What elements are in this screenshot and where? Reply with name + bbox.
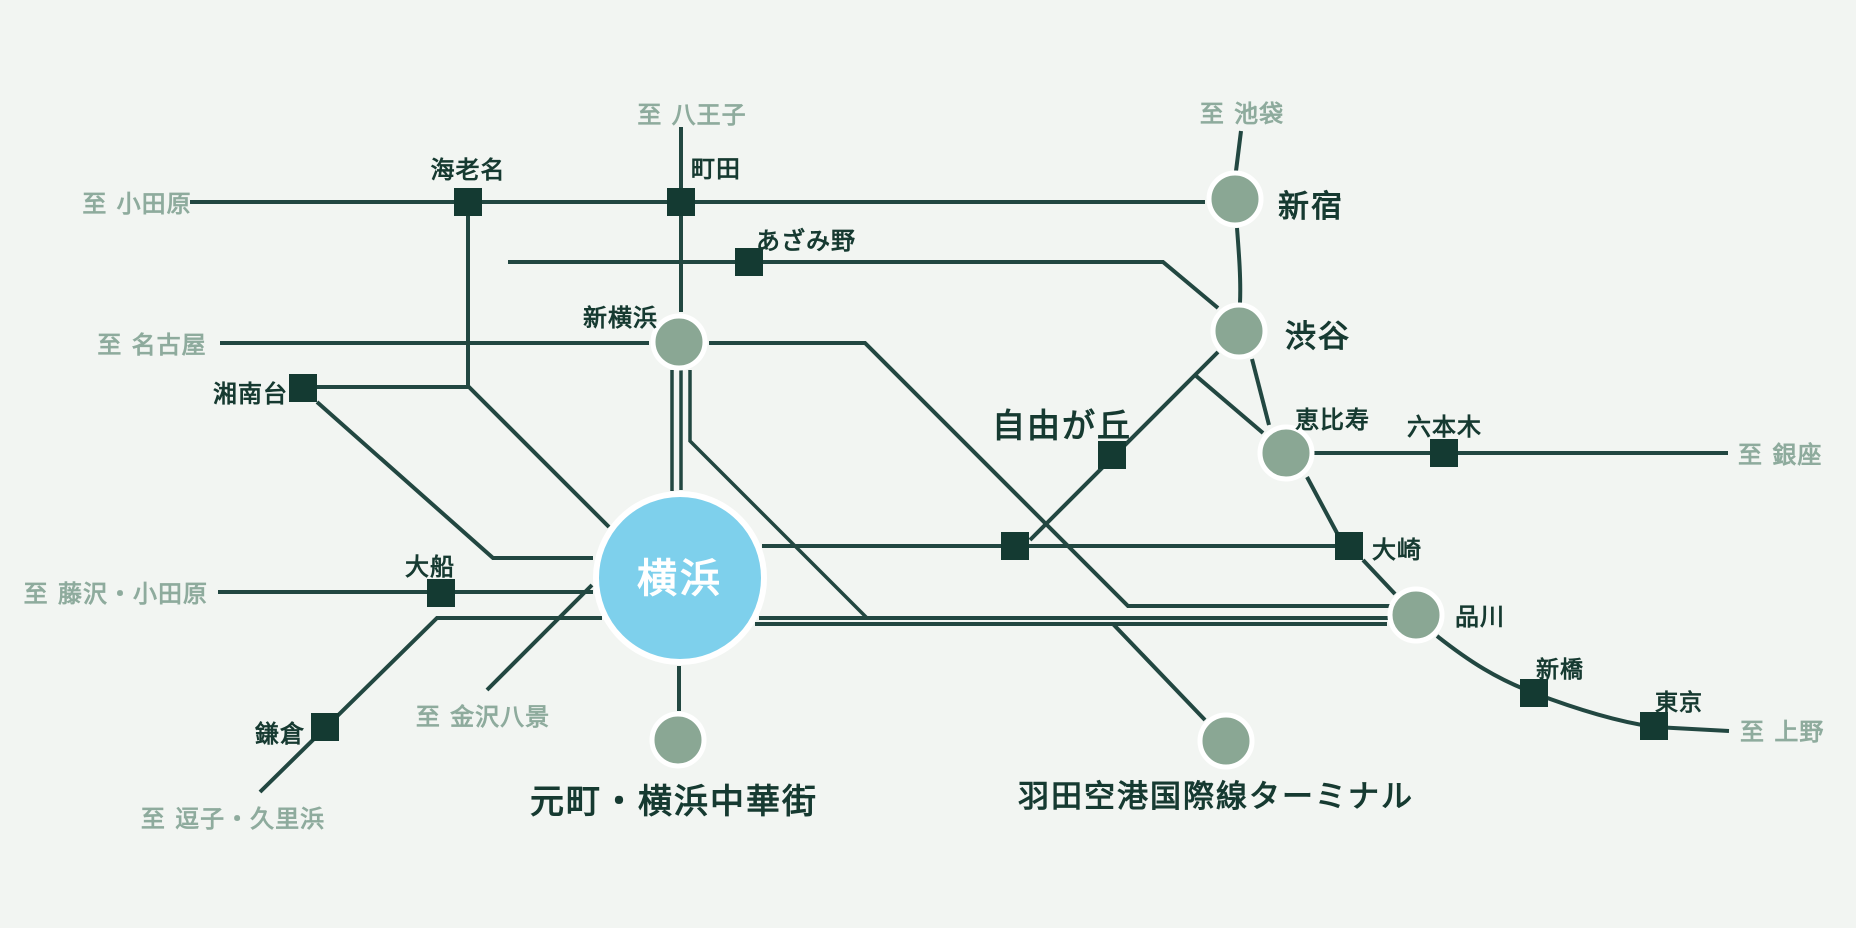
terminal-ueno: 至 上野	[1740, 718, 1824, 746]
label-azamino: あざみ野	[756, 227, 856, 255]
station-marker-ebisu[interactable]	[1257, 424, 1315, 482]
station-marker-shin-yokohama[interactable]	[650, 313, 708, 371]
station-marker-yokohama[interactable]	[593, 491, 767, 665]
terminal-ginza: 至 銀座	[1738, 441, 1822, 469]
line-yamanote-ebisu-osaki	[1305, 476, 1339, 534]
rail-lines	[190, 127, 1730, 794]
label-haneda: 羽田空港国際線ターミナル	[1018, 779, 1414, 815]
line-blue-shonandai	[315, 400, 593, 560]
station-marker-azamino[interactable]	[735, 248, 763, 276]
terminal-hachioji: 至 八王子	[637, 101, 746, 129]
label-ebisu: 恵比寿	[1295, 406, 1370, 434]
terminal-nagoya: 至 名古屋	[97, 331, 206, 359]
station-marker-motomachi[interactable]	[649, 711, 707, 769]
station-markers	[289, 170, 1668, 770]
line-yamanote-shibuya-ebisu	[1250, 358, 1271, 426]
line-haneda-branch	[1111, 622, 1207, 722]
terminal-labels: 至 八王子 至 池袋 至 小田原 至 名古屋 至 藤沢・小田原 至 逗子・久里浜…	[24, 100, 1824, 833]
station-marker-shibuya[interactable]	[1210, 302, 1268, 360]
label-jiyugaoka: 自由が丘	[992, 406, 1132, 445]
label-shimbashi: 新橋	[1536, 656, 1584, 683]
label-roppongi: 六本木	[1407, 413, 1482, 441]
station-marker-junction[interactable]	[1001, 532, 1029, 560]
label-shinagawa: 品川	[1455, 603, 1505, 631]
terminal-fujisawa-odawara: 至 藤沢・小田原	[24, 580, 208, 608]
label-shinjuku: 新宿	[1278, 189, 1344, 225]
line-yamanote-osaki-shinagawa	[1361, 558, 1397, 596]
label-shonandai: 湘南台	[213, 380, 288, 408]
terminal-ikebukuro: 至 池袋	[1200, 100, 1284, 128]
label-shibuya: 渋谷	[1285, 319, 1351, 355]
label-yokohama: 横浜	[637, 556, 723, 602]
label-tokyo: 東京	[1655, 689, 1703, 716]
label-ebina: 海老名	[431, 156, 506, 184]
label-osaki: 大崎	[1372, 536, 1422, 564]
line-yokohama-bundle-3	[688, 370, 869, 620]
terminal-odawara: 至 小田原	[82, 190, 191, 218]
line-ikebukuro-stub	[1234, 130, 1243, 172]
label-ofuna: 大船	[405, 553, 455, 581]
line-denentoshi	[508, 260, 1220, 310]
station-marker-shimbashi[interactable]	[1520, 679, 1548, 707]
label-motomachi: 元町・横浜中華街	[530, 782, 818, 822]
label-machida: 町田	[691, 155, 741, 183]
station-marker-kamakura[interactable]	[311, 713, 339, 741]
station-marker-shinagawa[interactable]	[1387, 586, 1445, 644]
terminal-zushi-kurihama: 至 逗子・久里浜	[141, 805, 325, 833]
station-marker-ofuna[interactable]	[427, 579, 455, 607]
label-kamakura: 鎌倉	[255, 720, 305, 748]
line-yamanote-shinjuku-shibuya	[1235, 227, 1243, 304]
station-marker-shonandai[interactable]	[289, 374, 317, 402]
station-marker-machida[interactable]	[667, 188, 695, 216]
line-shinkansen-east	[709, 341, 1390, 608]
station-marker-ebina[interactable]	[454, 188, 482, 216]
station-marker-shinjuku[interactable]	[1206, 170, 1264, 228]
station-marker-jiyugaoka[interactable]	[1098, 441, 1126, 469]
terminal-kanazawa-hakkei: 至 金沢八景	[416, 703, 550, 731]
line-keikyu-south	[485, 583, 594, 692]
label-shin-yokohama: 新横浜	[583, 304, 658, 332]
station-marker-tokyo[interactable]	[1640, 712, 1668, 740]
station-marker-roppongi[interactable]	[1430, 439, 1458, 467]
station-labels: 横浜 新横浜 海老名 町田 あざみ野 湘南台 新宿 渋谷 恵比寿 六本木 自由が…	[213, 155, 1703, 822]
line-saikyo	[1193, 373, 1265, 435]
station-marker-osaki[interactable]	[1335, 532, 1363, 560]
station-marker-haneda[interactable]	[1197, 712, 1255, 770]
line-shinagawa-ueno	[1435, 634, 1730, 733]
